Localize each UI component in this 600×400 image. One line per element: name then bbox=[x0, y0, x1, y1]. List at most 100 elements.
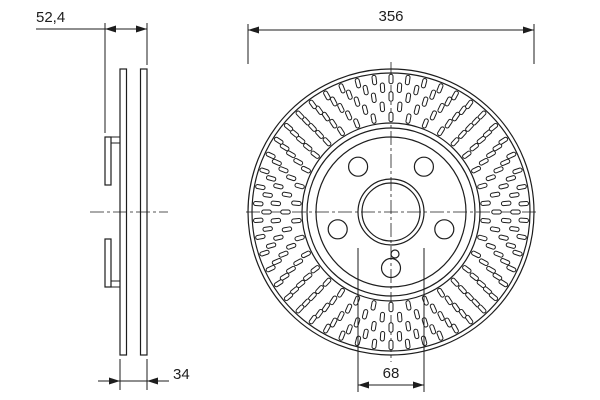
vent-slot bbox=[498, 183, 509, 190]
vent-slot bbox=[265, 242, 277, 249]
vent-slot bbox=[295, 110, 305, 120]
vent-slot bbox=[413, 104, 421, 115]
vent-slot bbox=[437, 102, 445, 113]
vent-slot bbox=[462, 265, 472, 274]
vent-slot bbox=[278, 250, 289, 258]
vent-slot bbox=[262, 226, 273, 232]
vent-slot bbox=[303, 143, 313, 152]
vent-slot bbox=[337, 311, 345, 322]
vent-slot bbox=[450, 137, 460, 147]
arrowhead-right bbox=[523, 26, 534, 34]
vent-slot bbox=[270, 200, 282, 207]
vent-slot bbox=[345, 303, 353, 314]
vent-slot bbox=[444, 96, 453, 107]
vent-slot bbox=[429, 303, 437, 314]
vent-slot bbox=[396, 330, 403, 342]
vent-slot bbox=[310, 265, 320, 274]
vent-slot bbox=[294, 182, 305, 190]
vent-slot bbox=[286, 242, 297, 250]
vent-slot bbox=[437, 311, 445, 322]
vent-slot bbox=[420, 78, 428, 89]
bolt-hole bbox=[327, 219, 348, 240]
vent-slot bbox=[379, 330, 386, 342]
vent-slot bbox=[405, 113, 412, 124]
vent-slot bbox=[279, 272, 290, 281]
vent-slot bbox=[255, 233, 266, 240]
vent-slot bbox=[462, 150, 472, 159]
vent-slot bbox=[337, 102, 345, 113]
vent-slot bbox=[345, 324, 353, 335]
vent-slot bbox=[493, 166, 504, 174]
vent-slot bbox=[353, 118, 361, 129]
vent-slot bbox=[388, 111, 394, 123]
vent-slot bbox=[458, 285, 467, 295]
vent-slot bbox=[280, 209, 291, 215]
vent-slot bbox=[303, 272, 313, 281]
vent-slot bbox=[450, 277, 460, 287]
vent-slot bbox=[516, 184, 527, 191]
outer-diameter-circle bbox=[247, 68, 535, 356]
vent-slot bbox=[279, 143, 290, 152]
vent-slot bbox=[405, 92, 412, 104]
vent-slot bbox=[259, 249, 270, 257]
vent-slot bbox=[489, 191, 501, 198]
bolt-hole bbox=[434, 219, 455, 240]
vent-slot bbox=[293, 157, 304, 166]
vent-slot bbox=[337, 126, 345, 137]
vent-slot bbox=[322, 277, 332, 287]
vent-slot bbox=[270, 217, 282, 224]
bolt-hole bbox=[413, 156, 434, 177]
vent-slot bbox=[271, 258, 282, 266]
arrowhead-left bbox=[105, 25, 116, 33]
vent-slot bbox=[338, 83, 346, 94]
vent-slot bbox=[370, 300, 377, 311]
vent-slot bbox=[404, 74, 411, 86]
set-screw-hole bbox=[390, 249, 400, 259]
arrowhead-right bbox=[136, 25, 147, 33]
vent-slot bbox=[429, 89, 437, 100]
front-view bbox=[247, 68, 535, 356]
vent-slot bbox=[429, 110, 437, 121]
vent-slot bbox=[281, 226, 293, 233]
vent-slot bbox=[323, 90, 331, 101]
vent-slot bbox=[253, 200, 264, 207]
inner-friction-plate bbox=[119, 68, 128, 356]
vent-slot bbox=[458, 129, 467, 139]
vent-slot bbox=[469, 272, 479, 281]
vent-slot bbox=[253, 217, 264, 224]
vent-slot bbox=[370, 92, 377, 104]
vent-slot bbox=[429, 324, 437, 335]
vent-slot bbox=[310, 150, 320, 159]
vent-slot bbox=[286, 174, 297, 182]
dim-outer-diameter: 356 bbox=[247, 8, 535, 64]
vent-slot bbox=[294, 234, 305, 242]
hub-face-upper bbox=[104, 136, 112, 186]
vent-slot bbox=[278, 166, 289, 174]
vent-slot bbox=[300, 165, 311, 174]
vent-slot bbox=[329, 96, 338, 107]
vent-slot bbox=[329, 118, 338, 129]
vent-slot bbox=[506, 151, 517, 160]
vent-slot bbox=[300, 250, 311, 259]
vent-slot bbox=[478, 258, 489, 267]
vent-slot bbox=[437, 287, 445, 298]
vent-slot bbox=[371, 338, 378, 350]
arrowhead-right bbox=[147, 377, 158, 385]
vent-slot bbox=[421, 118, 429, 129]
vent-slot bbox=[404, 338, 411, 350]
vent-slot bbox=[486, 265, 496, 274]
vent-slot bbox=[413, 84, 420, 96]
vent-slot bbox=[493, 250, 504, 258]
vent-slot bbox=[509, 192, 520, 198]
vent-slot bbox=[480, 218, 491, 224]
vent-slot bbox=[283, 292, 294, 302]
vent-slot bbox=[273, 183, 284, 190]
vent-slot bbox=[388, 91, 394, 102]
dim-value-bore-diameter: 68 bbox=[383, 365, 400, 382]
vent-slot bbox=[485, 174, 496, 182]
arrowhead-left bbox=[358, 381, 369, 389]
vent-slot bbox=[388, 339, 394, 351]
vent-slot bbox=[273, 279, 284, 288]
vent-slot bbox=[451, 323, 459, 334]
vent-slot bbox=[265, 151, 276, 160]
